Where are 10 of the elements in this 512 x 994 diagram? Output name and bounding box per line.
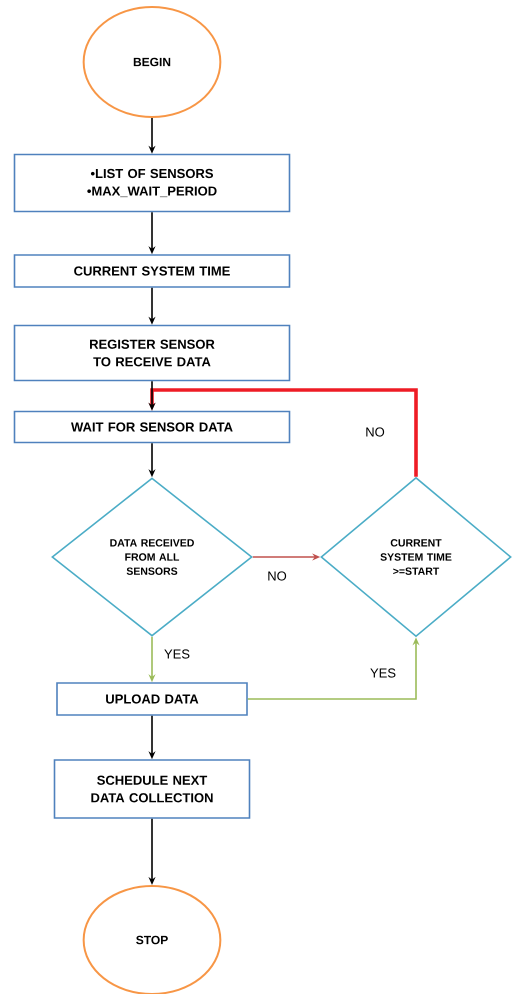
edge-label: YES <box>163 648 191 660</box>
process-box: REGISTER SENSOR TO RECEIVE DATA <box>14 324 290 382</box>
process-box: CURRENT SYSTEM TIME <box>14 254 290 288</box>
edge-label: NO <box>364 426 386 438</box>
process-box: UPLOAD DATA <box>56 682 248 716</box>
process-box: •LIST OF SENSORS •MAX_WAIT_PERIOD <box>14 154 290 212</box>
process-box: SCHEDULE NEXT DATA COLLECTION <box>54 759 250 819</box>
edge-label: YES <box>369 667 397 679</box>
edge-label: NO <box>266 570 288 582</box>
process-box: WAIT FOR SENSOR DATA <box>14 410 290 444</box>
